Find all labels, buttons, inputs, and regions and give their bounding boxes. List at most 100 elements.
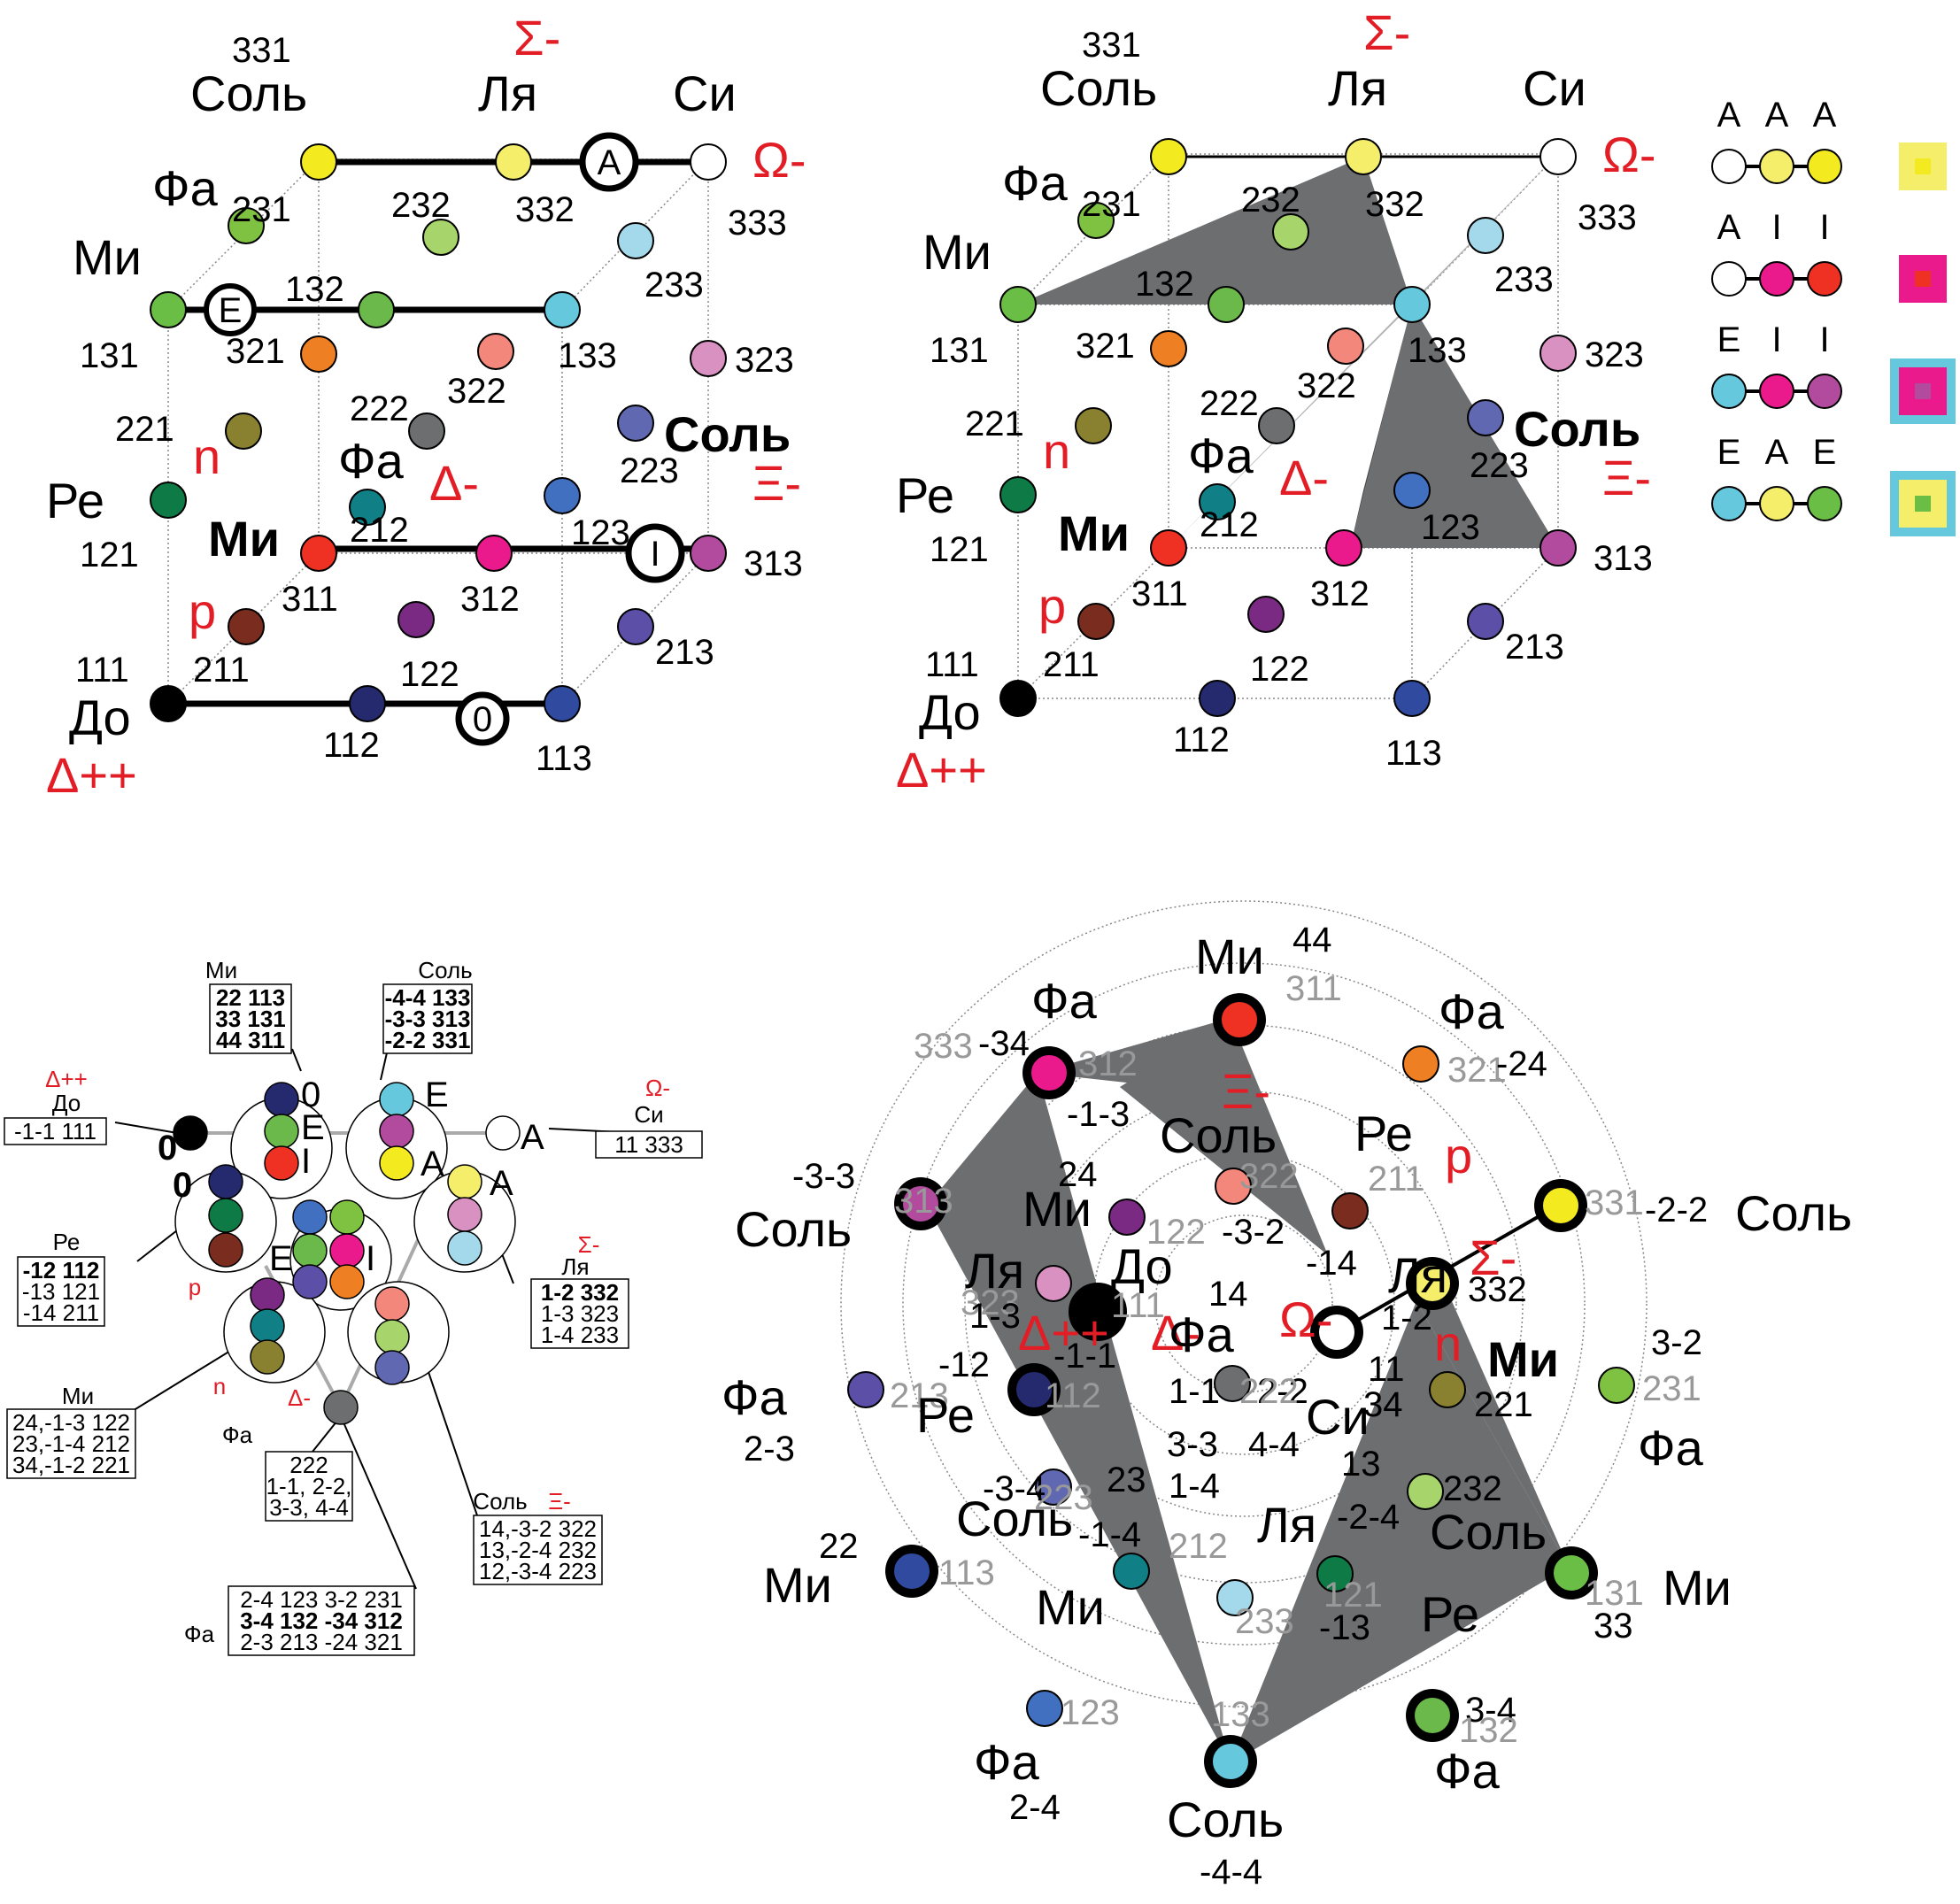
note-fa-r: Фа (1002, 155, 1069, 211)
wheel-node-24 (1026, 1690, 1063, 1727)
cube-right-node-label-222: 222 (1200, 384, 1259, 423)
tree-dot-4 (379, 1114, 414, 1149)
cube-right-node-label-333: 333 (1578, 198, 1637, 237)
tree-pointer-line-7 (291, 1048, 302, 1072)
wheel-label-15: 211 (1368, 1160, 1424, 1199)
cube-left-node-label-332: 332 (515, 190, 575, 229)
wheel-label-89: 3-4 (1465, 1691, 1516, 1730)
wheel-label-51: 1-1 (1169, 1372, 1220, 1411)
wheel-label-67: Соль (1430, 1504, 1547, 1560)
cube-left-node-322 (477, 333, 514, 370)
note-si-r: Си (1523, 60, 1586, 116)
tree-i-2: I (366, 1239, 375, 1278)
wheel-label-20: 24 (1058, 1155, 1098, 1194)
cube-right-node-label-231: 231 (1082, 185, 1141, 224)
wheel-node-9 (1069, 1283, 1127, 1341)
tree-dot-11 (292, 1233, 328, 1268)
cube-right-node-223 (1467, 399, 1504, 436)
tree-zero-1: 0 (158, 1129, 177, 1168)
tree-pointer-line-4 (340, 1415, 417, 1590)
wheel-petal-1 (927, 1073, 1231, 1763)
wheel-label-78: Ми (1036, 1579, 1105, 1635)
wheel-label-81: 121 (1323, 1576, 1383, 1615)
wheel-petal-0 (1038, 1018, 1231, 1084)
vowel-ring-e: E (204, 283, 257, 336)
particle-sigma-r: Σ- (1363, 4, 1410, 60)
cube-left-node-label-311: 311 (282, 580, 338, 619)
wheel-ring-3 (964, 1024, 1524, 1584)
legend-dot-3-1 (1759, 486, 1794, 521)
tree-do-box (4, 1117, 107, 1145)
wheel-label-55: Си (1306, 1389, 1370, 1445)
wheel-label-93: Соль (1167, 1792, 1284, 1847)
wheel-node-10 (1317, 1313, 1356, 1352)
cube-right-node-label-122: 122 (1250, 650, 1309, 689)
cube-right-node-233 (1467, 217, 1504, 254)
tree-dot-15 (447, 1164, 482, 1199)
wheel-label-65: 232 (1443, 1469, 1502, 1508)
tree-mi-top-box (209, 983, 292, 1054)
cube-left-node-label-131: 131 (80, 336, 139, 375)
cube-right-node-label-232: 232 (1241, 181, 1300, 220)
wheel-label-33: 14 (1208, 1275, 1248, 1314)
wheel-node-20 (1113, 1553, 1150, 1590)
wheel-node-8 (1035, 1265, 1072, 1302)
wheel-label-40: Ми (1487, 1331, 1559, 1387)
cube-right-node-333 (1539, 138, 1577, 175)
tree-pointer-line-1 (136, 1230, 178, 1262)
cube-left-node-label-321: 321 (226, 332, 285, 371)
wheel-label-94: -4-4 (1200, 1853, 1262, 1892)
wheel-node-16 (1598, 1367, 1635, 1404)
cube-right-node-label-213: 213 (1505, 628, 1564, 667)
tree-fa-mid-title: Фа (222, 1422, 253, 1448)
note-do: До (69, 690, 131, 745)
legend-letter-2-2: I (1819, 320, 1829, 359)
tree-e-3: E (269, 1239, 293, 1278)
legend-dot-1-0 (1711, 261, 1747, 297)
tree-la-box (530, 1278, 629, 1349)
wheel-label-45: -12 (938, 1345, 990, 1384)
tree-sol-top-line-2: -2-2 331 (385, 1027, 471, 1053)
tree-zero-3: 0 (301, 1075, 320, 1114)
tree-sol-top-title: Соль (418, 957, 472, 983)
cube-right-node-112 (1199, 680, 1236, 717)
tree-dot-2 (264, 1145, 299, 1181)
tree-mi-low-n: n (213, 1373, 226, 1399)
particle-delta-minus: Δ- (429, 455, 479, 511)
note-sol-r: Соль (1040, 60, 1157, 116)
wheel-label-44: -1-1 (1053, 1337, 1116, 1376)
particle-delta-pp-r: Δ++ (896, 742, 987, 798)
wheel-label-83: 131 (1585, 1574, 1644, 1613)
note-sol: Соль (190, 66, 307, 121)
legend-dot-0-0 (1711, 149, 1747, 184)
wheel-label-2: 311 (1285, 969, 1342, 1008)
tree-fa-mid-sup: Δ- (288, 1384, 311, 1411)
wheel-label-66: -2-4 (1337, 1498, 1400, 1537)
wheel-label-42: Δ- (1151, 1305, 1200, 1361)
tree-pointer-line-8 (380, 1048, 389, 1081)
wheel-label-13: 322 (1239, 1157, 1299, 1196)
tree-re-line-0: -12 112 (23, 1257, 100, 1283)
tree-re-box (17, 1256, 105, 1327)
cube-right-node-label-321: 321 (1076, 327, 1135, 366)
particle-xi-r: Ξ- (1602, 450, 1651, 505)
wheel-label-9: 321 (1447, 1051, 1507, 1090)
cube-right-node-213 (1467, 603, 1504, 640)
wheel-label-11: Ξ- (1222, 1063, 1270, 1119)
wheel-label-76: Ми (763, 1557, 832, 1613)
wheel-label-36: Σ- (1470, 1230, 1516, 1285)
wheel-label-77: 113 (938, 1553, 995, 1592)
cube-right-node-label-132: 132 (1135, 265, 1194, 304)
tree-dot-21 (374, 1286, 410, 1322)
wheel-label-34: Ω- (1279, 1291, 1333, 1347)
cube-left-node-label-231: 231 (232, 190, 291, 229)
wheel-node-5 (1215, 1168, 1252, 1205)
cube-left-node-133 (544, 291, 581, 328)
vowel-ring-a: A (579, 132, 639, 192)
particle-xi: Ξ- (752, 455, 801, 511)
cube-left-node-label-211: 211 (193, 651, 250, 690)
wheel-label-74: Ля (1257, 1497, 1316, 1553)
